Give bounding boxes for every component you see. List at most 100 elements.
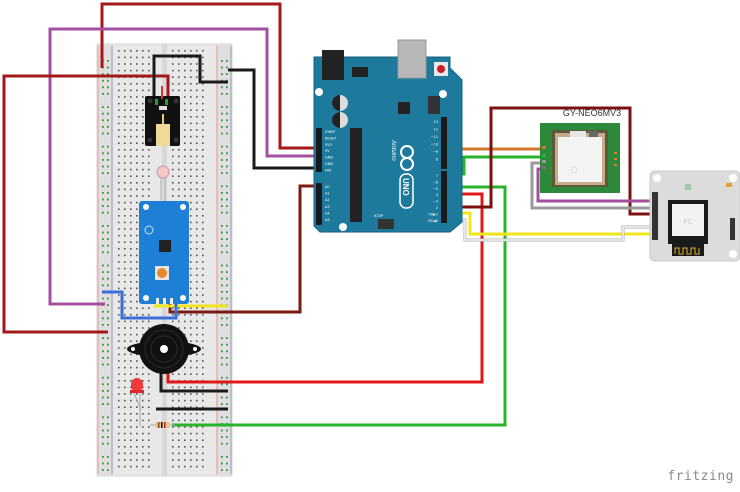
breadboard-hole [136, 248, 138, 250]
rail-hole [107, 284, 109, 287]
rail-hole [221, 145, 223, 148]
rail-hole [226, 66, 228, 69]
breadboard-hole [196, 221, 198, 224]
breadboard-hole [190, 399, 192, 402]
breadboard-hole [118, 208, 120, 210]
breadboard-hole [178, 327, 180, 329]
breadboard-hole [136, 452, 138, 455]
breadboard-hole [118, 135, 120, 138]
breadboard-hole [130, 221, 132, 224]
rail-hole [221, 165, 223, 168]
breadboard-hole [202, 426, 204, 428]
breadboard-hole [172, 399, 174, 402]
rail-hole [226, 271, 228, 273]
breadboard-hole [190, 300, 192, 303]
rail-hole [226, 284, 228, 287]
breadboard-hole [148, 465, 150, 468]
breadboard-hole [202, 347, 204, 349]
breadboard-hole [202, 419, 204, 422]
breadboard-hole [202, 446, 204, 448]
breadboard-hole [202, 69, 204, 72]
rail-hole [221, 350, 223, 353]
breadboard-hole [130, 287, 132, 290]
rail-hole [107, 469, 109, 471]
breadboard-hole [184, 129, 186, 131]
breadboard-hole [202, 149, 204, 151]
piezo-buzzer [127, 324, 201, 374]
breadboard-hole [202, 406, 204, 408]
breadboard-hole [118, 248, 120, 250]
breadboard-hole [202, 142, 204, 144]
breadboard-hole [118, 168, 120, 171]
breadboard-hole [190, 122, 192, 125]
breadboard-hole [184, 142, 186, 144]
breadboard-hole [118, 366, 120, 369]
breadboard-hole [184, 135, 186, 138]
breadboard-hole [196, 248, 198, 250]
breadboard-hole [172, 307, 174, 309]
breadboard-hole [178, 452, 180, 455]
breadboard-hole [136, 366, 138, 369]
rail-hole [221, 172, 223, 174]
breadboard-hole [178, 307, 180, 309]
breadboard-hole [118, 287, 120, 290]
breadboard-hole [118, 314, 120, 316]
breadboard-hole [136, 465, 138, 468]
breadboard-hole [118, 195, 120, 197]
analog-pin-label: A5 [325, 218, 330, 222]
breadboard-hole [136, 215, 138, 217]
rail-hole [102, 126, 104, 128]
wifi-chip-label: FC [683, 219, 692, 226]
rail-hole [102, 165, 104, 168]
rail-hole [221, 93, 223, 95]
rail-hole [107, 396, 109, 399]
breadboard-hole [142, 373, 144, 375]
breadboard-hole [178, 439, 180, 441]
breadboard-hole [178, 50, 180, 52]
rail-hole [107, 205, 109, 207]
breadboard-hole [118, 122, 120, 125]
reset-button[interactable] [437, 65, 445, 73]
breadboard-hole [172, 419, 174, 422]
breadboard-hole [202, 281, 204, 283]
breadboard-hole [148, 399, 150, 402]
breadboard-hole [142, 102, 144, 105]
rail-hole [102, 79, 104, 82]
breadboard-hole [172, 320, 174, 323]
rail-hole [226, 86, 228, 89]
breadboard-hole [148, 380, 150, 382]
breadboard-hole [196, 155, 198, 158]
breadboard-hole [202, 360, 204, 362]
breadboard-hole [118, 399, 120, 402]
rail-hole [102, 310, 104, 313]
rail-hole [226, 436, 228, 438]
breadboard-hole [130, 83, 132, 85]
rail-hole [107, 324, 109, 326]
breadboard-hole [124, 333, 126, 336]
breadboard-hole [196, 241, 198, 243]
breadboard-hole [118, 459, 120, 461]
breadboard-hole [196, 406, 198, 408]
breadboard-hole [136, 327, 138, 329]
breadboard-hole [148, 89, 150, 92]
rail-hole [107, 310, 109, 313]
rail-hole [107, 79, 109, 82]
digital-pin-label: ~5 [433, 187, 438, 191]
breadboard-hole [118, 300, 120, 303]
breadboard-hole [118, 413, 120, 415]
breadboard-hole [136, 195, 138, 197]
breadboard-hole [202, 287, 204, 290]
breadboard-hole [142, 63, 144, 65]
breadboard-hole [124, 267, 126, 270]
rail-hole [102, 152, 104, 155]
breadboard-hole [202, 188, 204, 191]
breadboard-hole [172, 149, 174, 151]
breadboard-hole [190, 234, 192, 237]
breadboard-hole [172, 373, 174, 375]
breadboard-hole [142, 413, 144, 415]
breadboard-hole [136, 294, 138, 296]
breadboard-hole [142, 307, 144, 309]
breadboard-hole [130, 300, 132, 303]
breadboard-hole [130, 89, 132, 92]
breadboard-hole [196, 89, 198, 92]
